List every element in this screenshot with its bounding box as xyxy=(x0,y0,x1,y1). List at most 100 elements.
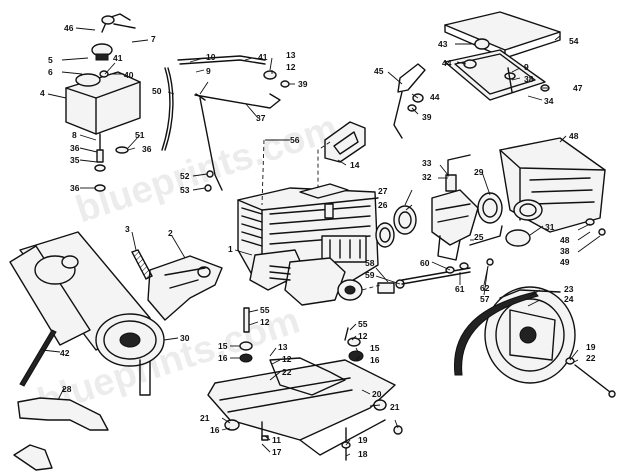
callout-42: 42 xyxy=(60,348,70,358)
callout-labels: 46 7 5 6 41 40 4 10 41 9 13 12 39 50 8 5… xyxy=(40,23,596,459)
callout-48b: 48 xyxy=(560,235,570,245)
callout-25: 25 xyxy=(474,232,484,242)
fuel-line xyxy=(161,55,266,151)
callout-4: 4 xyxy=(40,88,45,98)
callout-34: 34 xyxy=(544,96,554,106)
callout-30: 30 xyxy=(180,333,190,343)
callout-29: 29 xyxy=(474,167,484,177)
callout-56: 56 xyxy=(290,135,300,145)
starter-belt xyxy=(453,291,539,376)
callout-18: 18 xyxy=(358,449,368,459)
callout-44b: 44 xyxy=(442,58,452,68)
mount-hardware-left xyxy=(224,307,253,431)
belt-guard-bracket xyxy=(17,397,109,431)
callout-20: 20 xyxy=(372,389,382,399)
callout-19a: 19 xyxy=(358,435,368,445)
callout-17: 17 xyxy=(272,447,282,457)
callout-45: 45 xyxy=(374,66,384,76)
callout-43: 43 xyxy=(438,39,448,49)
callout-8: 8 xyxy=(72,130,77,140)
engine-block xyxy=(237,183,379,306)
callout-21b: 21 xyxy=(200,413,210,423)
engine-mount-plate xyxy=(207,357,396,456)
callout-15a: 15 xyxy=(218,341,228,351)
callout-41b: 41 xyxy=(258,52,268,62)
callout-27: 27 xyxy=(378,186,388,196)
callout-12b: 12 xyxy=(260,317,270,327)
airbox-clamp xyxy=(585,218,606,236)
callout-35: 35 xyxy=(70,155,80,165)
callout-5: 5 xyxy=(48,55,53,65)
muffler xyxy=(9,231,165,396)
callout-12d: 12 xyxy=(358,331,368,341)
callout-9: 9 xyxy=(206,66,211,76)
callout-44a: 44 xyxy=(430,92,440,102)
callout-37: 37 xyxy=(256,113,266,123)
callout-53: 53 xyxy=(180,185,190,195)
callout-19b: 19 xyxy=(586,342,596,352)
callout-16a: 16 xyxy=(218,353,228,363)
callout-21a: 21 xyxy=(390,402,400,412)
callout-26: 26 xyxy=(378,200,388,210)
callout-39b: 39 xyxy=(422,112,432,122)
callout-7: 7 xyxy=(151,34,156,44)
support-bracket xyxy=(194,70,290,192)
callout-51: 51 xyxy=(135,130,145,140)
leader-lines xyxy=(41,27,601,457)
callout-32: 32 xyxy=(422,172,432,182)
carb-flange xyxy=(324,121,366,163)
callout-50: 50 xyxy=(152,86,162,96)
callout-39a: 39 xyxy=(298,79,308,89)
airbox-cover xyxy=(444,49,546,101)
throttle-bracket xyxy=(393,63,426,139)
callout-16b: 16 xyxy=(370,355,380,365)
callout-23: 23 xyxy=(564,284,574,294)
callout-41a: 41 xyxy=(113,53,123,63)
callout-12c: 12 xyxy=(282,354,292,364)
callout-55a: 55 xyxy=(260,305,270,315)
exhaust-spring xyxy=(131,249,153,280)
callout-57: 57 xyxy=(480,294,490,304)
callout-40: 40 xyxy=(124,70,134,80)
callout-36a: 36 xyxy=(70,143,80,153)
callout-55b: 55 xyxy=(358,319,368,329)
exhaust-manifold xyxy=(147,255,223,321)
callout-62: 62 xyxy=(480,283,490,293)
callout-13b: 13 xyxy=(278,342,288,352)
callout-3: 3 xyxy=(125,224,130,234)
intake-silencer xyxy=(499,137,606,233)
callout-61: 61 xyxy=(455,284,465,294)
callout-6: 6 xyxy=(48,67,53,77)
callout-48a: 48 xyxy=(569,131,579,141)
callout-33: 33 xyxy=(422,158,432,168)
carburetor xyxy=(375,154,531,261)
callout-11: 11 xyxy=(272,435,281,445)
callout-52: 52 xyxy=(180,171,190,181)
callout-1: 1 xyxy=(228,244,233,254)
callout-31: 31 xyxy=(545,222,555,232)
starter-bolt xyxy=(565,357,616,398)
recoil-starter xyxy=(484,286,576,384)
fuel-tank xyxy=(65,13,141,192)
callout-13a: 13 xyxy=(286,50,296,60)
callout-09: 9 xyxy=(524,62,529,72)
callout-46: 46 xyxy=(64,23,74,33)
callout-38b: 38 xyxy=(560,246,570,256)
callout-54: 54 xyxy=(569,36,579,46)
belt-guard-bracket-lower xyxy=(13,444,53,471)
callout-14: 14 xyxy=(350,160,360,170)
callout-58: 58 xyxy=(365,258,375,268)
callout-22b: 22 xyxy=(586,353,596,363)
callout-28: 28 xyxy=(62,384,72,394)
callout-22a: 22 xyxy=(282,367,292,377)
callout-60: 60 xyxy=(420,258,430,268)
callout-24: 24 xyxy=(564,294,574,304)
callout-10: 10 xyxy=(206,52,216,62)
callout-36b: 36 xyxy=(142,144,152,154)
carb-linkage xyxy=(377,258,494,294)
callout-12a: 12 xyxy=(286,62,296,72)
callout-16c: 16 xyxy=(210,425,220,435)
callout-36c: 36 xyxy=(70,183,80,193)
callout-47: 47 xyxy=(573,83,583,93)
